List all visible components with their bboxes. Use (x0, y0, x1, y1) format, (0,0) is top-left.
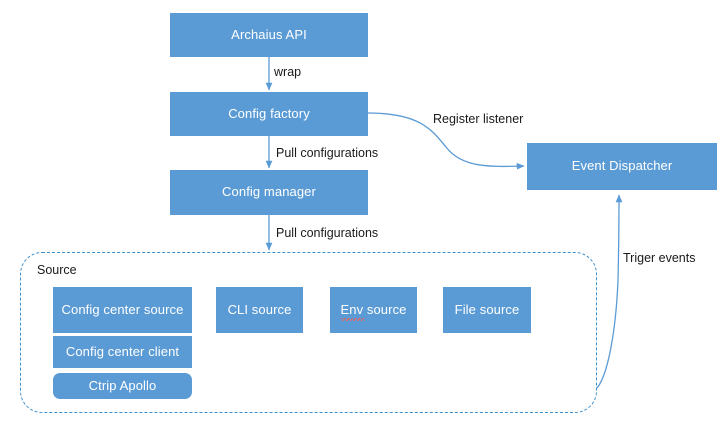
node-archaius-api[interactable]: Archaius API (170, 13, 368, 57)
node-ctrip-apollo[interactable]: Ctrip Apollo (53, 373, 192, 399)
source-group-label: Source (37, 263, 77, 277)
node-config-center-client[interactable]: Config center client (53, 336, 192, 368)
node-config-manager[interactable]: Config manager (170, 170, 368, 215)
edge-label-register-listener: Register listener (433, 112, 524, 126)
node-cli-source[interactable]: CLI source (216, 287, 303, 333)
node-file-source[interactable]: File source (443, 287, 531, 333)
node-config-center-source[interactable]: Config center source (53, 287, 192, 333)
source-group-container (20, 252, 597, 413)
connector-triger-events (596, 194, 623, 389)
edge-label-wrap: wrap (274, 65, 302, 79)
edge-label-pull-configurations-2: Pull configurations (276, 226, 379, 240)
edge-label-triger-events: Triger events (623, 251, 696, 265)
node-config-factory[interactable]: Config factory (170, 92, 368, 136)
spellcheck-underline-icon (341, 318, 365, 321)
node-event-dispatcher[interactable]: Event Dispatcher (527, 143, 717, 190)
edge-label-pull-configurations-1: Pull configurations (276, 146, 379, 160)
node-env-source[interactable]: Env source (330, 287, 417, 333)
